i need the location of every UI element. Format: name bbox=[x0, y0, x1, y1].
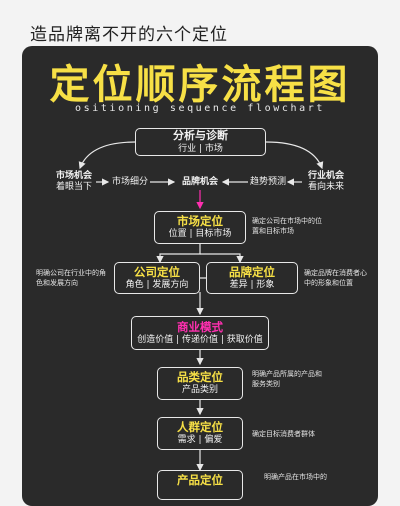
segment-label: 市场细分 bbox=[111, 177, 148, 187]
market-opportunity-sub: 着眼当下 bbox=[55, 182, 92, 192]
company-position-sub: 角色 | 发展方向 bbox=[125, 280, 189, 290]
analysis-title: 分析与诊断 bbox=[173, 129, 228, 142]
business-model-sub: 创造价值 | 传递价值 | 获取价值 bbox=[137, 335, 263, 345]
analysis-box: 分析与诊断 行业 | 市场 bbox=[135, 128, 266, 156]
company-position-title: 公司定位 bbox=[134, 265, 180, 279]
people-position-box: 人群定位 需求 | 偏爱 bbox=[157, 417, 243, 450]
brand-position-title: 品牌定位 bbox=[229, 265, 275, 279]
people-position-sub: 需求 | 偏爱 bbox=[177, 435, 223, 445]
market-position-sub: 位置 | 目标市场 bbox=[168, 229, 232, 239]
market-position-note: 确定公司在市场中的位置和目标市场 bbox=[252, 217, 322, 235]
page: 造品牌离不开的六个定位 定位顺序流程图 ositioning sequence … bbox=[22, 25, 378, 506]
trend-label: 趋势预测 bbox=[249, 177, 286, 187]
category-position-sub: 产品类别 bbox=[181, 385, 218, 395]
branch-to-company bbox=[156, 244, 201, 264]
brand-position-box: 品牌定位 差异 | 形象 bbox=[206, 262, 298, 294]
category-position-note: 明确产品所属的产品和服务类别 bbox=[252, 370, 322, 388]
company-position-note: 明确公司在行业中的角色和发展方向 bbox=[36, 269, 106, 287]
curve-to-industry-opportunity bbox=[265, 141, 324, 170]
brand-position-note: 确定品牌在消费者心中的形象和位置 bbox=[304, 269, 367, 287]
industry-opportunity-title: 行业机会 bbox=[307, 171, 344, 181]
product-position-note: 明确产品在市场中的 bbox=[264, 473, 327, 481]
product-position-title: 产品定位 bbox=[177, 473, 223, 487]
people-position-title: 人群定位 bbox=[177, 420, 223, 434]
people-position-note: 确定目标消费者群体 bbox=[252, 430, 315, 438]
brand-position-sub: 差异 | 形象 bbox=[229, 280, 275, 290]
market-position-title: 市场定位 bbox=[177, 214, 223, 228]
market-opportunity-title: 市场机会 bbox=[55, 171, 92, 181]
category-position-title: 品类定位 bbox=[177, 370, 223, 384]
curve-to-market-opportunity bbox=[78, 141, 136, 170]
branch-to-brand bbox=[200, 253, 244, 264]
industry-opportunity-sub: 看向未来 bbox=[307, 182, 344, 192]
page-subtitle: ositioning sequence flowchart bbox=[75, 103, 325, 114]
business-model-title: 商业模式 bbox=[177, 320, 223, 334]
business-model-box: 商业模式 创造价值 | 传递价值 | 获取价值 bbox=[131, 316, 269, 350]
product-position-box: 产品定位 bbox=[157, 470, 243, 500]
market-position-box: 市场定位 位置 | 目标市场 bbox=[154, 211, 246, 244]
company-position-box: 公司定位 角色 | 发展方向 bbox=[114, 262, 200, 294]
analysis-sub: 行业 | 市场 bbox=[178, 144, 223, 154]
kicker-text: 造品牌离不开的六个定位 bbox=[30, 25, 228, 45]
connector-lines bbox=[78, 141, 324, 472]
category-position-box: 品类定位 产品类别 bbox=[157, 367, 243, 400]
market-opportunity: 市场机会 着眼当下 bbox=[44, 171, 104, 193]
brand-opportunity-label: 品牌机会 bbox=[181, 177, 218, 187]
industry-opportunity: 行业机会 看向未来 bbox=[296, 171, 356, 193]
page-title: 定位顺序流程图 bbox=[49, 62, 351, 108]
